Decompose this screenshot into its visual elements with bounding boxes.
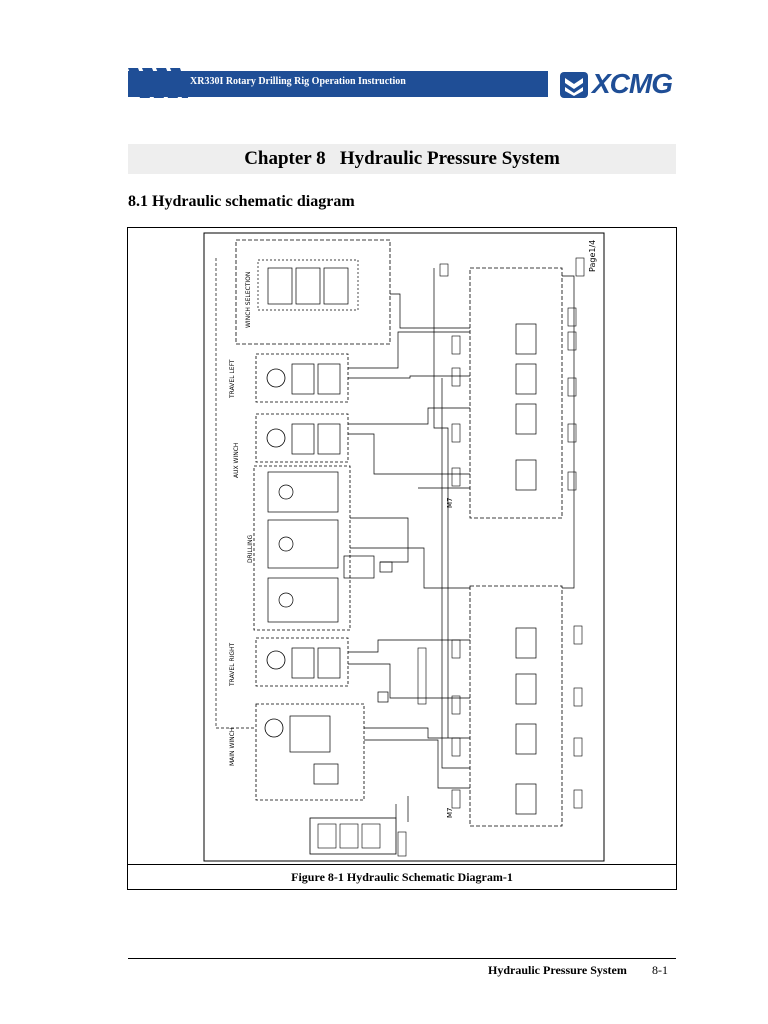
label-winch-selection: WINCH SELECTION: [245, 272, 252, 328]
label-travel-right: TRAVEL RIGHT: [229, 642, 236, 687]
chapter-title: Chapter 8 Hydraulic Pressure System: [128, 144, 676, 174]
footer-page-number: 8-1: [652, 963, 668, 977]
figure-frame: Page1/4 WINCH SELECTION TRAVEL LEFT AUX …: [127, 227, 677, 865]
page-label: Page1/4: [588, 240, 597, 272]
label-travel-left: TRAVEL LEFT: [229, 359, 236, 399]
label-valve-upper: M7: [446, 498, 454, 509]
header-title: XR330I Rotary Drilling Rig Operation Ins…: [190, 76, 406, 87]
label-aux-winch: AUX WINCH: [233, 443, 240, 478]
hydraulic-schematic: Page1/4 WINCH SELECTION TRAVEL LEFT AUX …: [203, 232, 605, 862]
label-drilling: DRILLING: [247, 534, 254, 563]
section-title: 8.1 Hydraulic schematic diagram: [128, 193, 355, 210]
figure-caption: Figure 8-1 Hydraulic Schematic Diagram-1: [127, 864, 677, 890]
label-main-winch: MAIN WINCH: [229, 728, 236, 766]
brand-wordmark: XCMG: [592, 68, 673, 99]
footer-rule: [128, 958, 676, 959]
xcmg-logo: [560, 72, 588, 98]
header-bar: [128, 71, 548, 97]
label-valve-lower: M7: [446, 808, 454, 819]
footer-title: Hydraulic Pressure System: [488, 963, 627, 977]
